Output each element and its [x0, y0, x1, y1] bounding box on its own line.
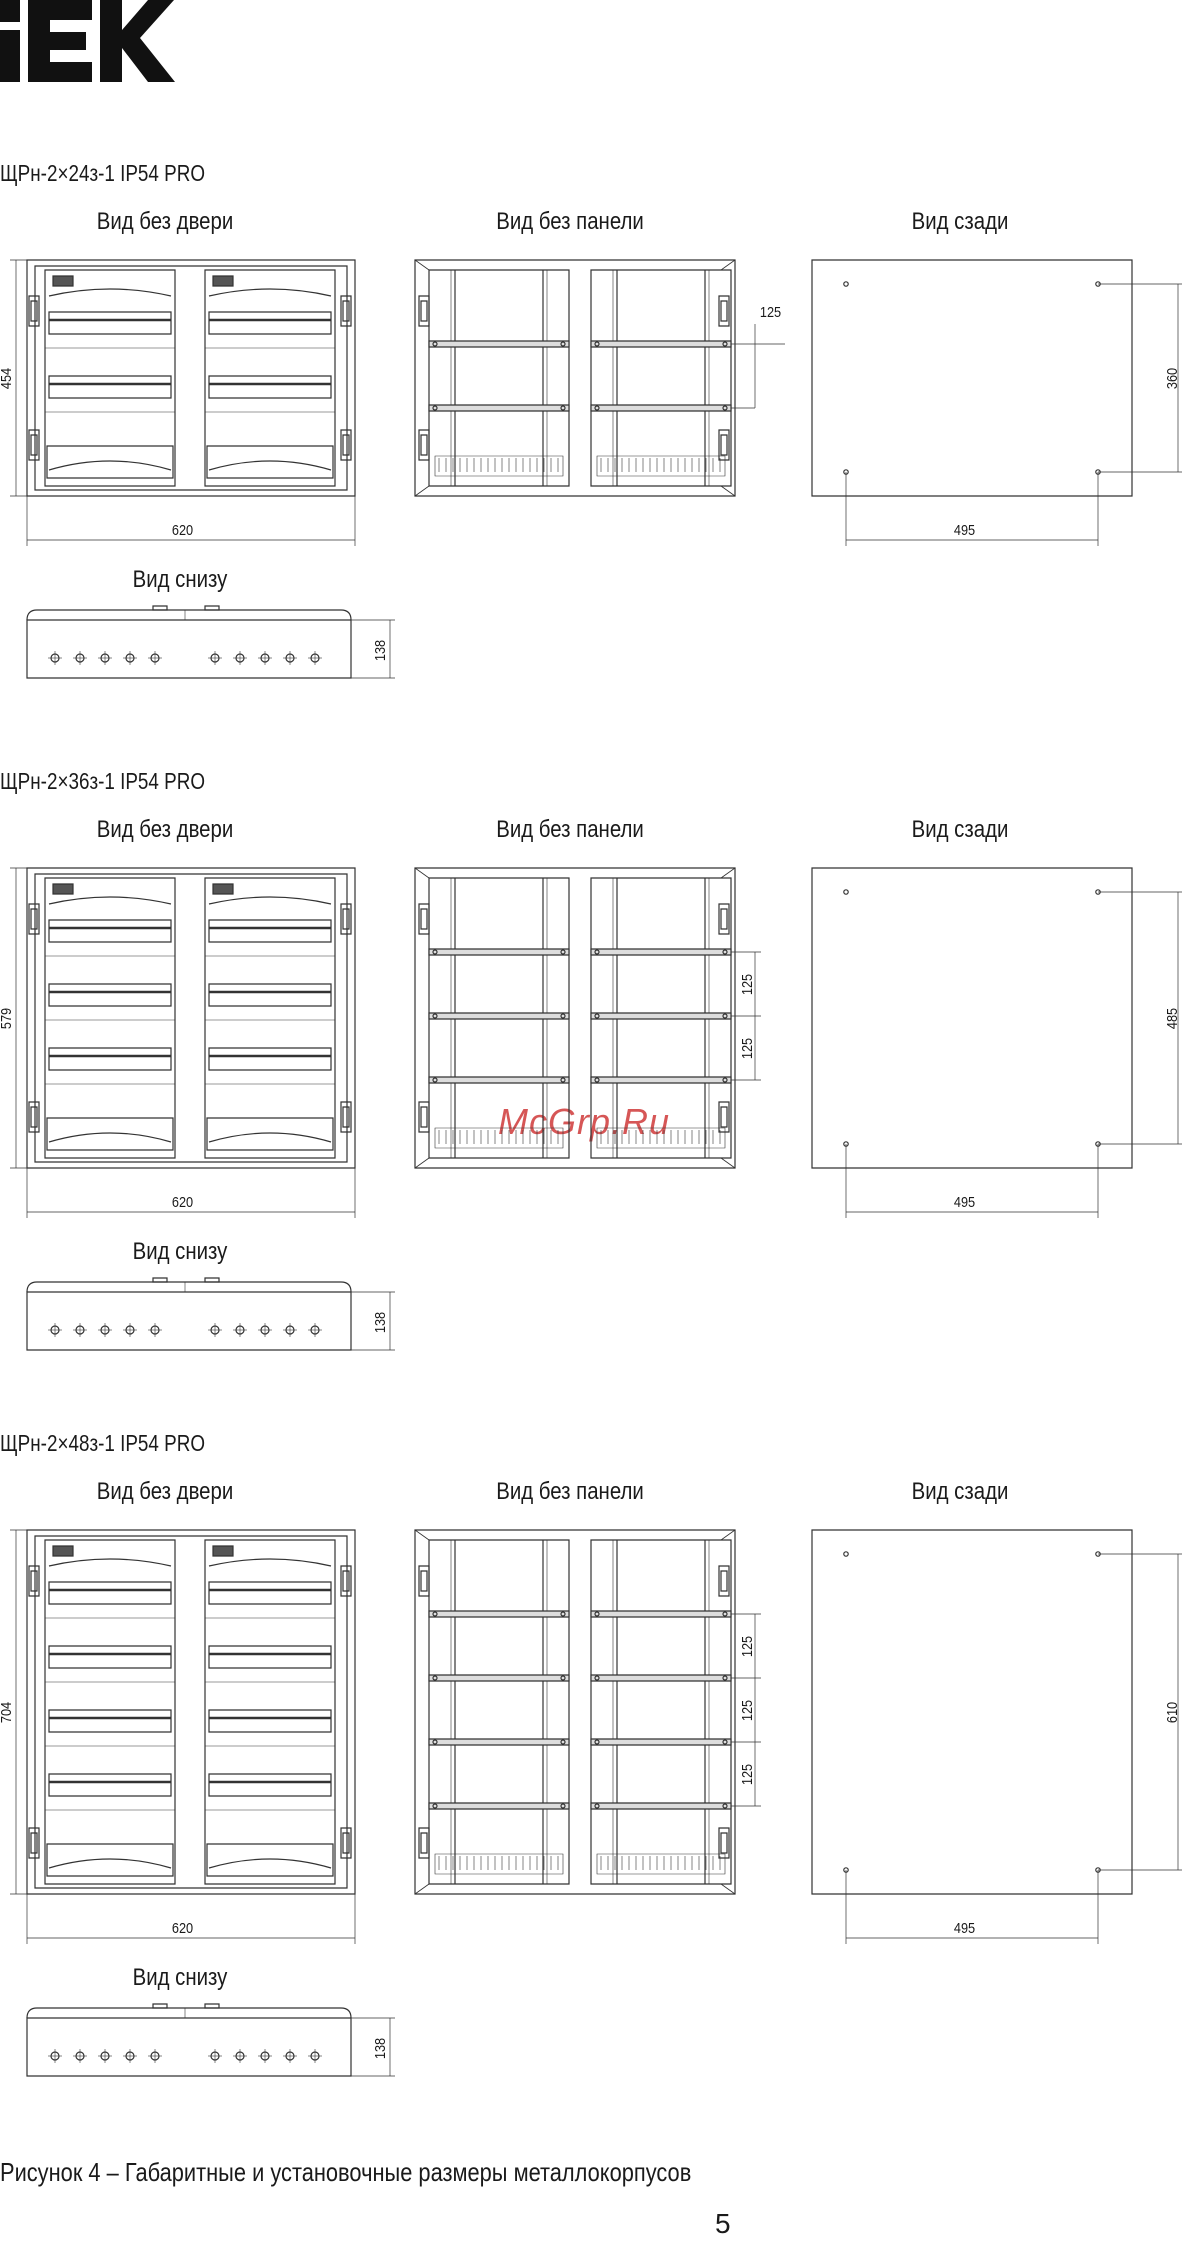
page-number: 5 [715, 2208, 731, 2239]
bottom-view-drawing [25, 2004, 410, 2080]
rail-spacing-dimension: 125 [759, 304, 782, 321]
section-title: ЩРн-2×48з-1 IP54 PRO [0, 1430, 206, 1456]
view-back-label: Вид сзади [911, 1478, 1009, 1505]
bottom-view-drawing [25, 1278, 410, 1354]
iek-logo [0, 0, 175, 82]
front-view-drawing [10, 260, 355, 556]
back-view-drawing [812, 260, 1182, 556]
width-dimension: 620 [171, 1194, 194, 1211]
view-front-label: Вид без двери [96, 1478, 234, 1505]
view-panel-label: Вид без панели [496, 208, 644, 235]
width-dimension: 620 [171, 522, 194, 539]
front-view-drawing [10, 868, 355, 1228]
panel-view-drawing [415, 1530, 785, 1894]
view-back-label: Вид сзади [911, 816, 1009, 843]
view-bottom-label: Вид снизу [132, 566, 228, 593]
view-front-label: Вид без двери [96, 208, 234, 235]
watermark-text: McGrp.Ru [498, 1101, 671, 1142]
width-dimension: 620 [171, 1920, 194, 1937]
front-view-drawing [10, 1530, 355, 1954]
section-title: ЩРн-2×36з-1 IP54 PRO [0, 768, 206, 794]
panel-view-drawing [415, 868, 785, 1168]
view-back-label: Вид сзади [911, 208, 1009, 235]
back-view-drawing [812, 868, 1182, 1228]
back-width-dimension: 495 [953, 1194, 976, 1211]
panel-view-drawing [415, 260, 785, 496]
view-bottom-label: Вид снизу [132, 1238, 228, 1265]
view-front-label: Вид без двери [96, 816, 234, 843]
view-bottom-label: Вид снизу [132, 1964, 228, 1991]
section-title: ЩРн-2×24з-1 IP54 PRO [0, 160, 206, 186]
back-view-drawing [812, 1530, 1182, 1954]
back-width-dimension: 495 [953, 522, 976, 539]
bottom-view-drawing [25, 606, 410, 682]
figure-caption: Рисунок 4 – Габаритные и установочные ра… [0, 2157, 692, 2187]
view-panel-label: Вид без панели [496, 816, 644, 843]
back-width-dimension: 495 [953, 1920, 976, 1937]
view-panel-label: Вид без панели [496, 1478, 644, 1505]
